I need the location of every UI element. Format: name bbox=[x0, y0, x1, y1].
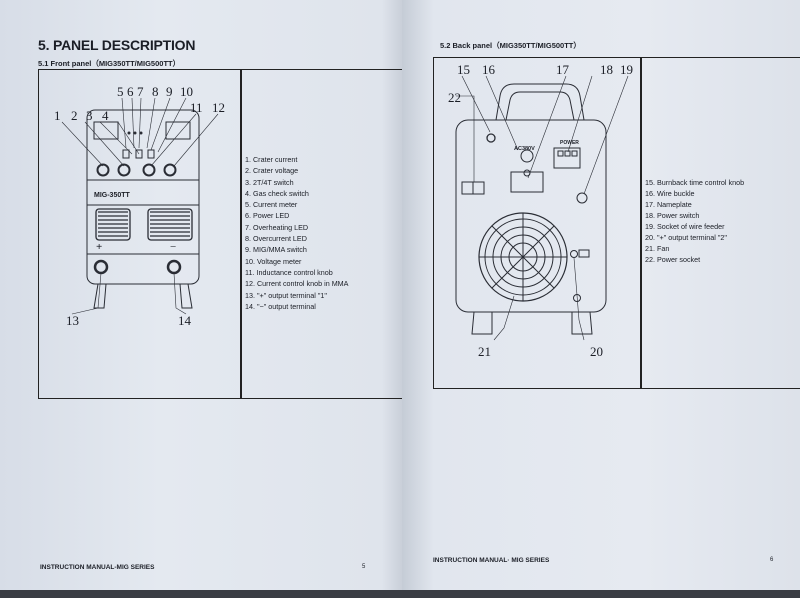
callout-19: 19 bbox=[620, 62, 633, 77]
footer-text: INSTRUCTION MANUAL-MIG SERIES bbox=[40, 564, 155, 571]
voltage-label: AC380V bbox=[514, 146, 535, 152]
callout-1: 1 bbox=[54, 108, 61, 123]
footer-text: INSTRUCTION MANUAL· MIG SERIES bbox=[433, 557, 550, 564]
legend-item: 12. Current control knob in MMA bbox=[245, 279, 349, 289]
legend-item: 9. MIG/MMA switch bbox=[245, 245, 307, 255]
front-panel-legend: 1. Crater current 2. Crater voltage 3. 2… bbox=[245, 154, 348, 312]
legend-item: 22. Power socket bbox=[645, 255, 701, 264]
legend-item: 20. "+" output terminal "2" bbox=[645, 233, 727, 242]
front-panel-diagram: MIG-350TT + − 1 2 3 4 5 6 7 8 9 10 11 12… bbox=[54, 84, 225, 328]
back-panel-table bbox=[433, 57, 800, 389]
callout-11: 11 bbox=[190, 100, 203, 115]
back-panel-diagram: AC380V POWER 15 16 17 18 19 22 21 20 bbox=[448, 62, 633, 359]
legend-item: 1. Crater current bbox=[245, 155, 298, 164]
minus-symbol: − bbox=[170, 241, 176, 253]
callout-13: 13 bbox=[66, 313, 79, 328]
legend-item: 4. Gas check switch bbox=[245, 188, 309, 198]
legend-item: 8. Overcurrent LED bbox=[245, 234, 307, 244]
legend-item: 14. "−" output terminal bbox=[245, 301, 316, 311]
right-page: 5.2 Back panel（MIG350TT/MIG500TT） bbox=[402, 0, 800, 590]
callout-14: 14 bbox=[178, 313, 192, 328]
callout-6: 6 bbox=[127, 84, 134, 99]
legend-item: 6. Power LED bbox=[245, 211, 290, 221]
legend-item: 7. Overheating LED bbox=[245, 222, 309, 232]
back-panel-subtitle: 5.2 Back panel（MIG350TT/MIG500TT） bbox=[440, 41, 581, 50]
legend-item: 17. Nameplate bbox=[645, 200, 692, 209]
back-panel-legend: 15. Burnback time control knob 16. Wire … bbox=[645, 177, 744, 265]
callout-8: 8 bbox=[152, 84, 159, 99]
callout-7: 7 bbox=[137, 84, 144, 99]
callout-16: 16 bbox=[482, 62, 496, 77]
legend-item: 19. Socket of wire feeder bbox=[645, 222, 725, 231]
callout-22: 22 bbox=[448, 90, 461, 105]
legend-item: 5. Current meter bbox=[245, 200, 298, 210]
model-label: MIG-350TT bbox=[94, 192, 131, 199]
front-panel-subtitle: 5.1 Front panel（MIG350TT/MIG500TT） bbox=[38, 59, 181, 68]
left-page: 5. PANEL DESCRIPTION 5.1 Front panel（MIG… bbox=[0, 0, 410, 590]
legend-item: 16. Wire buckle bbox=[645, 189, 695, 198]
power-label: POWER bbox=[560, 140, 579, 146]
callout-5: 5 bbox=[117, 84, 124, 99]
legend-item: 3. 2T/4T switch bbox=[245, 177, 294, 187]
page-number: 6 bbox=[770, 557, 774, 563]
callout-3: 3 bbox=[86, 108, 93, 123]
callout-2: 2 bbox=[71, 108, 78, 123]
callout-10: 10 bbox=[180, 84, 193, 99]
callout-20: 20 bbox=[590, 344, 603, 359]
callout-4: 4 bbox=[102, 108, 109, 123]
legend-item: 2. Crater voltage bbox=[245, 166, 299, 176]
legend-item: 11. Inductance control knob bbox=[245, 267, 333, 277]
table-divider bbox=[640, 57, 642, 389]
page-number: 5 bbox=[362, 564, 366, 570]
callout-17: 17 bbox=[556, 62, 570, 77]
table-divider bbox=[240, 69, 242, 399]
callout-12: 12 bbox=[212, 100, 225, 115]
callout-18: 18 bbox=[600, 62, 613, 77]
legend-item: 10. Voltage meter bbox=[245, 256, 302, 266]
page-title: 5. PANEL DESCRIPTION bbox=[38, 37, 196, 53]
legend-item: 15. Burnback time control knob bbox=[645, 178, 745, 187]
legend-item: 18. Power switch bbox=[645, 211, 700, 220]
callout-15: 15 bbox=[457, 62, 470, 77]
legend-item: 13. "+" output terminal "1" bbox=[245, 290, 327, 300]
callout-9: 9 bbox=[166, 84, 173, 99]
callout-21: 21 bbox=[478, 344, 491, 359]
legend-item: 21. Fan bbox=[645, 244, 670, 253]
plus-symbol: + bbox=[96, 241, 102, 253]
